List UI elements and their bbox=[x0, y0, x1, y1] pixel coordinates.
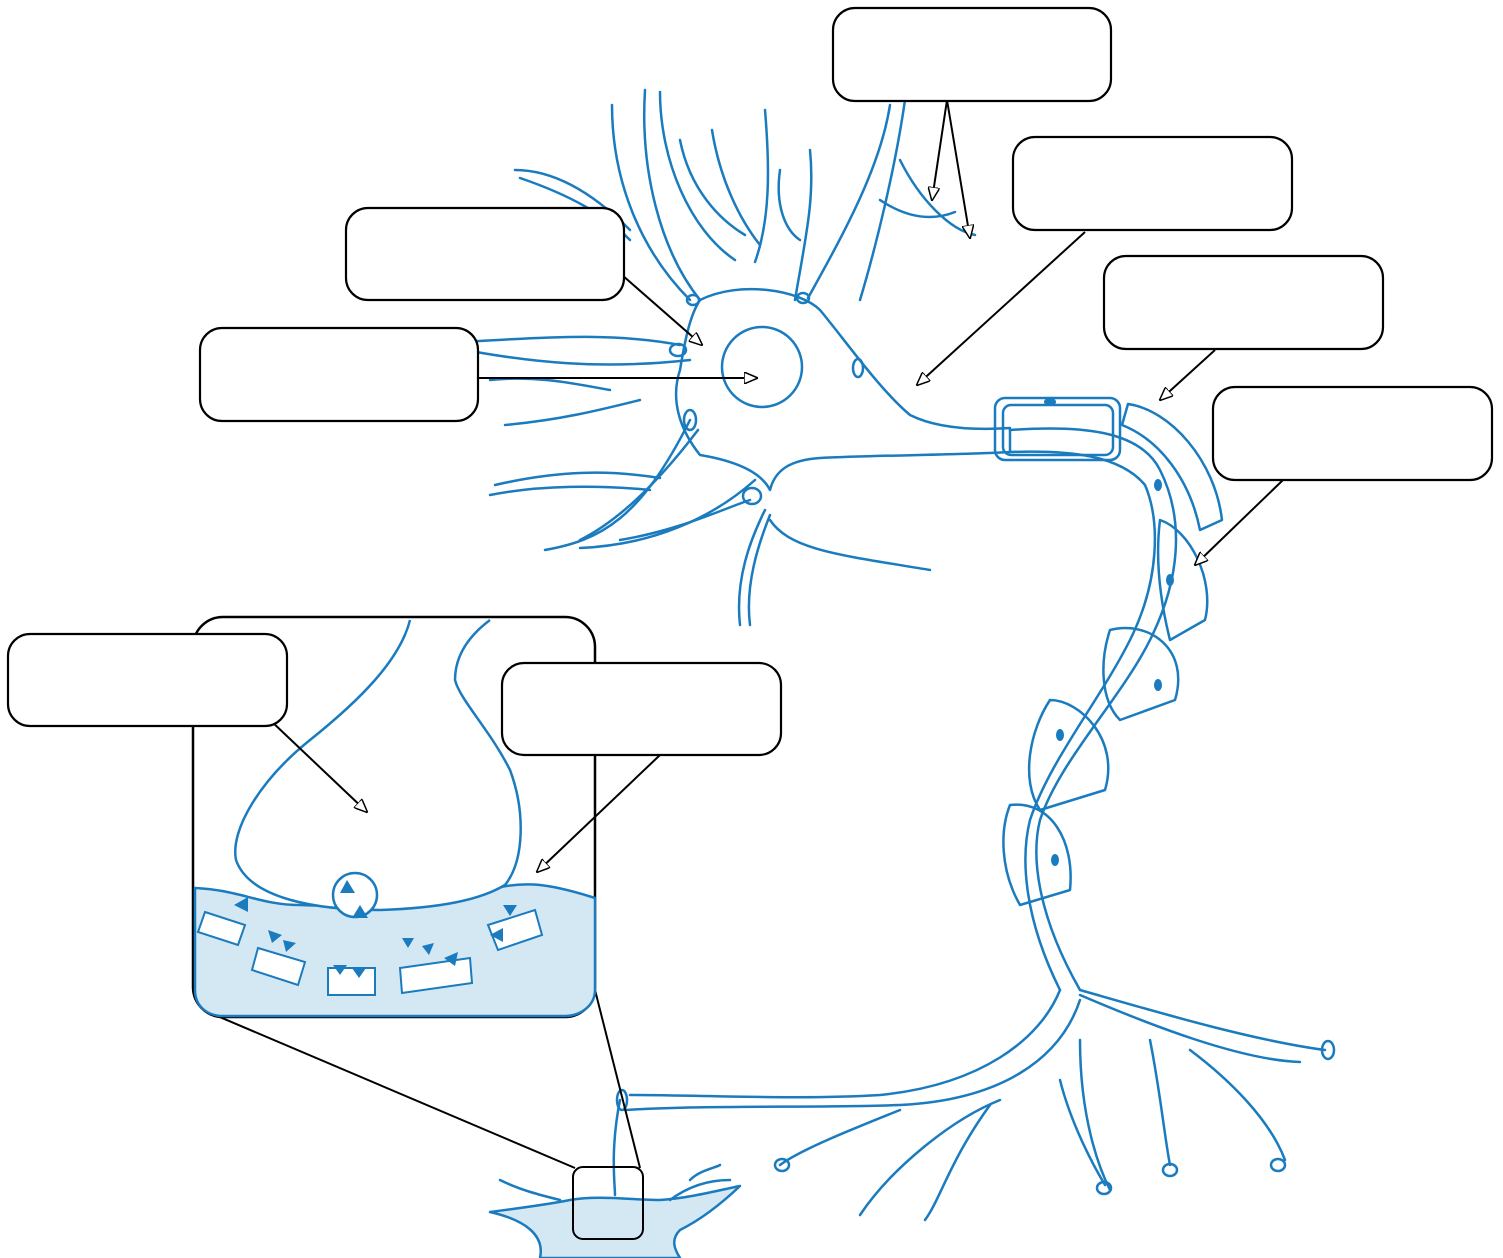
synaptic-vesicle bbox=[333, 873, 377, 917]
label-box-inset-left[interactable] bbox=[8, 634, 287, 726]
label-box-top[interactable] bbox=[833, 8, 1111, 101]
label-box-right-2[interactable] bbox=[1104, 256, 1383, 349]
dendrites bbox=[455, 90, 975, 625]
nucleus bbox=[722, 327, 802, 407]
label-box-right-1[interactable] bbox=[1013, 137, 1292, 230]
axon-terminals bbox=[614, 990, 1334, 1220]
label-box-upper-left[interactable] bbox=[346, 208, 624, 300]
cell-body bbox=[676, 289, 1010, 490]
dendrite-bulbs bbox=[670, 293, 863, 504]
label-box-left[interactable] bbox=[200, 328, 478, 421]
postsynaptic-cell bbox=[490, 1186, 740, 1258]
label-box-right-3[interactable] bbox=[1213, 387, 1492, 480]
label-box-inset-right[interactable] bbox=[502, 663, 781, 755]
